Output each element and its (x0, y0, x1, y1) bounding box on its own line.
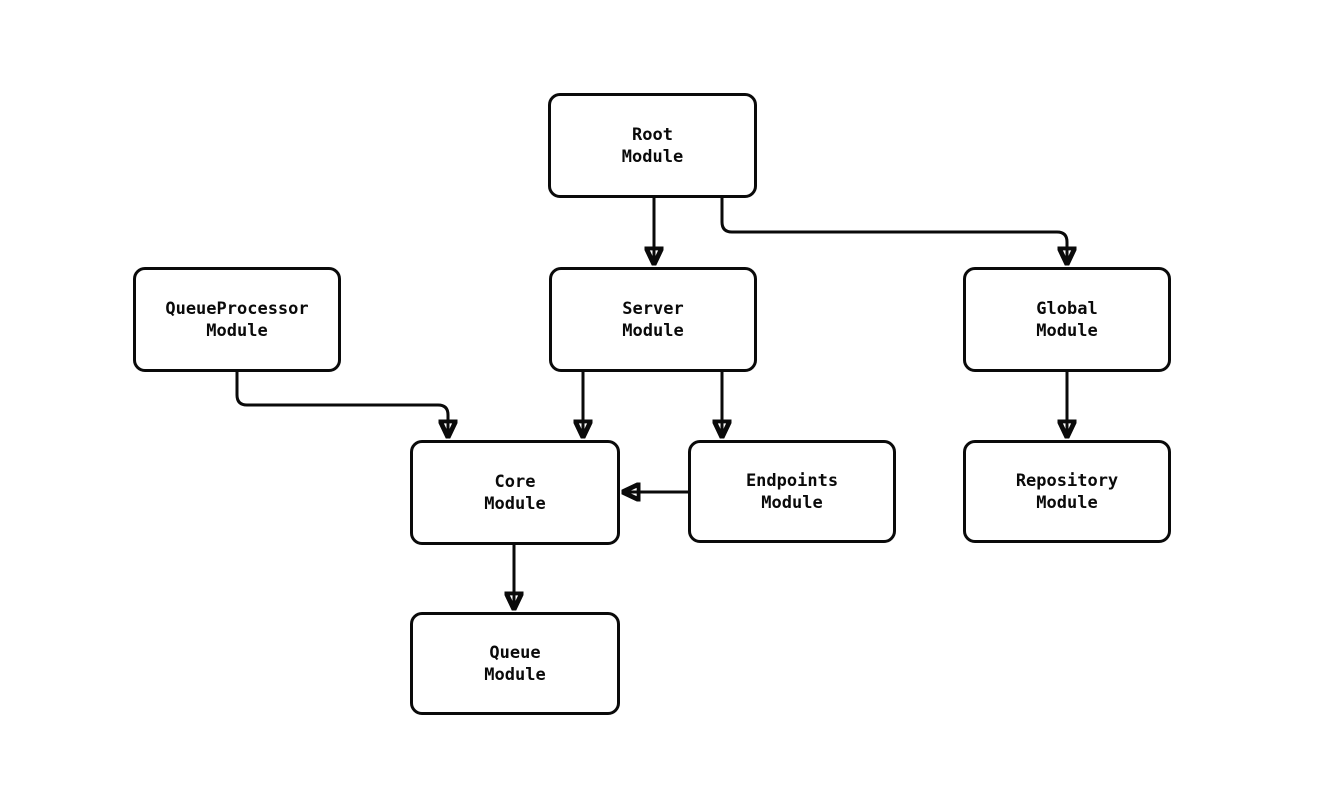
node-label: Module (484, 664, 546, 685)
node-label: Root (632, 124, 673, 145)
node-label: Queue (489, 642, 541, 663)
node-root-module: Root Module (548, 93, 757, 198)
node-repository-module: Repository Module (963, 440, 1171, 543)
node-label: Module (1036, 492, 1098, 513)
node-queue-module: Queue Module (410, 612, 620, 715)
node-queueprocessor-module: QueueProcessor Module (133, 267, 341, 372)
node-label: Module (1036, 320, 1098, 341)
node-global-module: Global Module (963, 267, 1171, 372)
node-label: Core (494, 471, 536, 492)
node-label: Module (622, 320, 684, 341)
node-label: Module (761, 492, 823, 513)
node-label: Endpoints (745, 470, 839, 491)
node-core-module: Core Module (410, 440, 620, 545)
node-endpoints-module: Endpoints Module (688, 440, 896, 543)
edge-queueprocessor-core (235, 372, 448, 436)
edge-root-global (720, 198, 1067, 263)
node-server-module: Server Module (549, 267, 757, 372)
node-label: Global (1036, 298, 1098, 319)
node-label: Server (622, 298, 684, 319)
node-label: Module (621, 146, 684, 167)
node-label: Repository (1015, 470, 1119, 491)
node-label: Module (206, 320, 268, 341)
node-label: QueueProcessor (165, 298, 309, 319)
node-label: Module (484, 493, 546, 514)
